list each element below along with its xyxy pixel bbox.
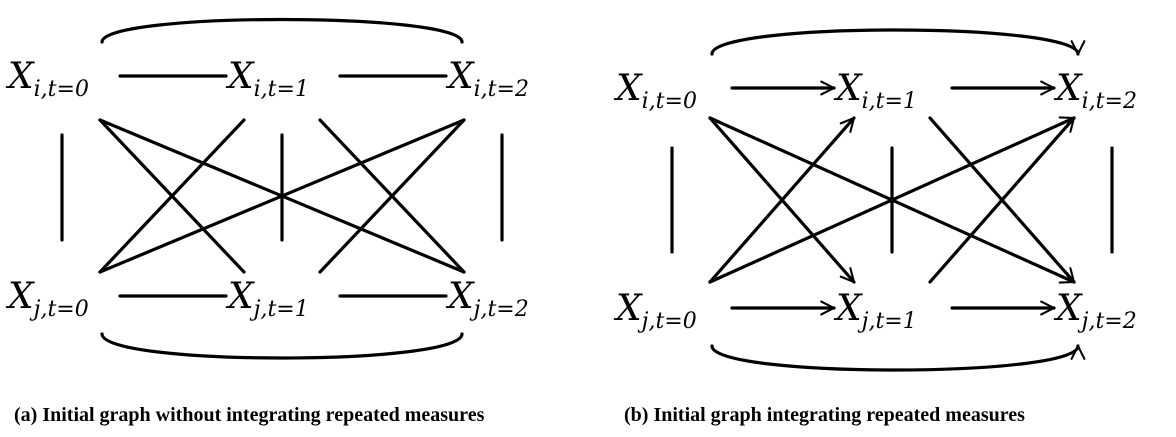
edges-a bbox=[60, 17, 504, 360]
caption-b: (b) Initial graph integrating repeated m… bbox=[624, 404, 1025, 426]
node-label-i0: Xi,t=0 bbox=[5, 56, 89, 102]
nodes-b: Xi,t=0 Xi,t=1 Xi,t=2Xj,t=0 Xj,t=1 Xj,t=2 bbox=[613, 68, 1137, 334]
edge-i2-j0 bbox=[98, 118, 466, 274]
node-label-i2: Xi,t=2 bbox=[1053, 68, 1137, 114]
diagram-a: Xi,t=0 Xi,t=1 Xi,t=2Xj,t=0 Xj,t=1 Xj,t=2 (a)… bbox=[5, 17, 529, 426]
node-label-j2: Xj,t=2 bbox=[1053, 288, 1137, 334]
node-label-j0: Xj,t=0 bbox=[5, 276, 89, 322]
diagram-b: Xi,t=0 Xi,t=1 Xi,t=2Xj,t=0 Xj,t=1 Xj,t=2 (b)… bbox=[613, 28, 1137, 426]
node-j2: Xj,t=2 bbox=[445, 276, 529, 322]
node-j0: Xj,t=0 bbox=[5, 276, 89, 322]
edge-i2-j1 bbox=[318, 118, 466, 274]
node-label-j1: Xj,t=1 bbox=[833, 288, 917, 334]
node-i1: Xi,t=1 bbox=[833, 68, 917, 114]
node-i0: Xi,t=0 bbox=[613, 68, 697, 114]
node-label-j1: Xj,t=1 bbox=[225, 276, 309, 322]
node-label-j0: Xj,t=0 bbox=[613, 288, 697, 334]
node-label-j2: Xj,t=2 bbox=[445, 276, 529, 322]
edges-b bbox=[670, 28, 1114, 372]
edge-i1-j0 bbox=[98, 118, 246, 274]
edge-j0-i2 bbox=[708, 116, 1076, 284]
edge-i0-i2 bbox=[710, 28, 1086, 56]
node-j2: Xj,t=2 bbox=[1053, 288, 1137, 334]
edge-j0-j2 bbox=[100, 332, 464, 360]
node-i0: Xi,t=0 bbox=[5, 56, 89, 102]
nodes-a: Xi,t=0 Xi,t=1 Xi,t=2Xj,t=0 Xj,t=1 Xj,t=2 bbox=[5, 56, 529, 322]
node-i1: Xi,t=1 bbox=[225, 56, 309, 102]
node-label-i0: Xi,t=0 bbox=[613, 68, 697, 114]
node-j1: Xj,t=1 bbox=[225, 276, 309, 322]
edge-j0-i1 bbox=[708, 116, 856, 284]
node-j1: Xj,t=1 bbox=[833, 288, 917, 334]
edge-i0-i2 bbox=[100, 17, 464, 44]
node-i2: Xi,t=2 bbox=[1053, 68, 1137, 114]
node-label-i2: Xi,t=2 bbox=[445, 56, 529, 102]
node-label-i1: Xi,t=1 bbox=[833, 68, 917, 114]
edge-j1-i2 bbox=[928, 116, 1076, 284]
node-label-i1: Xi,t=1 bbox=[225, 56, 309, 102]
caption-a: (a) Initial graph without integrating re… bbox=[14, 404, 485, 426]
node-j0: Xj,t=0 bbox=[613, 288, 697, 334]
node-i2: Xi,t=2 bbox=[445, 56, 529, 102]
edge-j0-j2 bbox=[710, 344, 1086, 372]
